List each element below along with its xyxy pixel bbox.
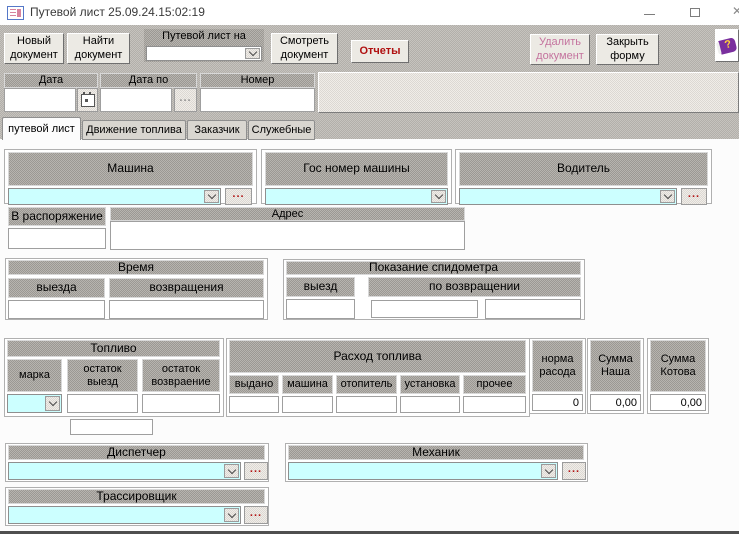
new-document-button[interactable]: Новый документ [4,33,64,64]
fuel-rest-out-input[interactable] [67,394,138,413]
view-document-button[interactable]: Смотреть документ [271,33,338,64]
fuel-rest-back-input[interactable] [142,394,220,413]
maximize-icon[interactable] [690,8,700,17]
speedometer-out-input[interactable] [286,299,355,319]
driver-combobox[interactable] [459,188,677,205]
time-back-header: возвращения [109,278,264,298]
address-header: Адрес [110,207,465,221]
number-header: Номер [200,73,315,88]
titlebar: Путевой лист 25.09.24.15:02:19 ✕ [0,0,739,25]
consumption-other-header: прочее [463,375,526,394]
date-to-browse-button[interactable]: ... [174,88,197,112]
consumption-unit-input[interactable] [400,396,460,413]
driver-browse-button[interactable]: ... [681,188,707,205]
fuel-calc-field [70,419,153,435]
consumption-car-input[interactable] [282,396,333,413]
number-input[interactable] [200,88,315,112]
reports-button[interactable]: Отчеты [351,40,409,63]
sum-our-header: Сумма Наша [590,340,641,392]
address-input[interactable] [110,221,465,250]
speedometer-back-header: по возвращении [368,277,581,297]
sum-kotov-value[interactable]: 0,00 [650,394,706,411]
filter-side-panel [318,72,739,113]
fuel-brand-header: марка [7,359,62,392]
car-header: Машина [8,152,253,186]
tab-customer[interactable]: Заказчик [187,120,247,140]
tab-fuel-movement[interactable]: Движение топлива [82,120,186,140]
time-back-input[interactable] [109,300,264,319]
fuel-header: Топливо [7,340,220,357]
chevron-down-icon[interactable] [224,508,239,522]
mechanic-combobox[interactable] [288,462,558,480]
date-to-input[interactable] [100,88,172,112]
chevron-down-icon[interactable] [204,190,219,203]
dispatcher-combobox[interactable] [8,462,241,480]
consumption-heater-header: отопитель [336,375,397,394]
chevron-down-icon[interactable] [541,464,556,478]
driver-header: Водитель [459,152,708,186]
norm-value[interactable]: 0 [532,394,583,411]
mechanic-browse-button[interactable]: ... [562,462,586,480]
disposal-header: В распоряжение [8,207,106,226]
find-document-button[interactable]: Найти документ [67,33,130,64]
waybill-on-combobox[interactable] [146,46,262,61]
tracer-header: Трассировщик [8,489,265,504]
dispatcher-browse-button[interactable]: ... [244,462,268,480]
car-browse-button[interactable]: ... [225,188,252,205]
speedometer-header: Показание спидометра [286,260,581,275]
chevron-down-icon[interactable] [660,190,675,203]
consumption-unit-header: установка [400,375,460,394]
consumption-other-input[interactable] [463,396,526,413]
consumption-issued-header: выдано [229,375,279,394]
car-combobox[interactable] [8,188,221,205]
sum-kotov-header: Сумма Котова [650,340,706,392]
tab-service[interactable]: Служебные [248,120,315,140]
fuel-brand-combobox[interactable] [7,394,62,413]
norm-header: норма расода [532,340,583,392]
tracer-combobox[interactable] [8,506,241,524]
chevron-down-icon[interactable] [224,464,239,478]
dispatcher-header: Диспетчер [8,445,265,460]
chevron-down-icon[interactable] [45,396,60,411]
tracer-browse-button[interactable]: ... [244,506,268,524]
date-input[interactable] [4,88,76,112]
consumption-heater-input[interactable] [336,396,397,413]
speedometer-out-header: выезд [286,277,355,297]
fuel-rest-back-header: остаток возвраение [142,359,220,392]
time-header: Время [8,260,264,275]
delete-document-button[interactable]: Удалить документ [530,34,590,65]
chevron-down-icon[interactable] [245,47,260,59]
window-bottom-edge [0,531,739,534]
help-button[interactable] [715,29,739,62]
date-to-header: Дата по [100,73,197,88]
close-icon[interactable]: ✕ [732,4,739,18]
consumption-issued-input[interactable] [229,396,279,413]
waybill-on-label: Путевой лист на [162,30,246,42]
speedometer-back-input[interactable] [485,299,581,319]
tab-waybill[interactable]: путевой лист [2,117,81,140]
mechanic-header: Механик [288,445,584,460]
sum-our-value[interactable]: 0,00 [590,394,641,411]
help-book-icon [717,36,737,55]
date-picker-button[interactable] [77,88,98,112]
close-form-button[interactable]: Закрыть форму [596,34,659,65]
time-out-input[interactable] [8,300,105,319]
fuel-rest-out-header: остаток выезд [67,359,138,392]
minimize-icon[interactable] [644,14,655,15]
window-title: Путевой лист 25.09.24.15:02:19 [30,5,205,19]
consumption-header: Расход топлива [229,340,526,373]
disposal-input[interactable] [8,228,106,249]
calendar-icon [80,91,95,107]
plate-combobox[interactable] [265,188,448,205]
date-header: Дата [4,73,98,88]
plate-header: Гос номер машины [265,152,448,186]
chevron-down-icon[interactable] [431,190,446,203]
form-icon [7,6,24,20]
time-out-header: выезда [8,278,105,298]
speedometer-back-calc-field [371,300,478,318]
consumption-car-header: машина [282,375,333,394]
